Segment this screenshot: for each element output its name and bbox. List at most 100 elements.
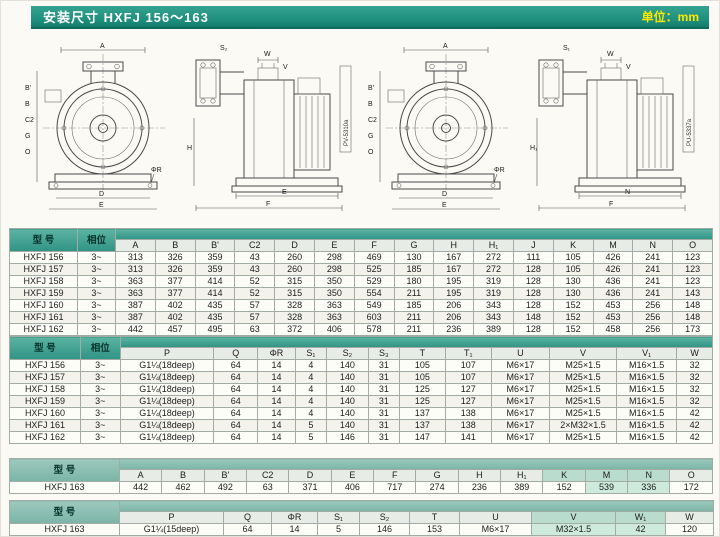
table-cell: 313 (115, 251, 156, 264)
dim-label: A (100, 43, 105, 50)
table-cell: M32×1.5 (531, 523, 616, 536)
dim-label: B (368, 101, 373, 108)
dim-label: E (442, 202, 447, 209)
table-cell: 152 (542, 481, 586, 494)
table-cell: 260 (274, 251, 315, 264)
dim-label: ΦR (151, 167, 162, 174)
table-cell: 256 (632, 323, 674, 336)
dim-label: H (187, 145, 192, 152)
table-cell: HXFJ 157 (9, 371, 81, 384)
table-cell: 313 (115, 263, 156, 276)
column-header: W (664, 511, 715, 524)
table-cell: 31 (367, 407, 400, 420)
table-cell: 256 (632, 311, 674, 324)
table-cell: 14 (257, 383, 296, 396)
table-cell: 4 (294, 407, 328, 420)
table-cell: 4 (294, 359, 328, 372)
table-cell: 453 (592, 311, 634, 324)
table-cell: 64 (213, 383, 259, 396)
table-cell: 195 (433, 275, 475, 288)
table-cell: M25×1.5 (549, 407, 617, 420)
table-cell: 125 (398, 395, 446, 408)
dim-label: B' (25, 85, 31, 92)
table-cell: 363 (115, 275, 156, 288)
table-cell: 387 (115, 299, 156, 312)
dim-label: H₁ (530, 145, 538, 152)
table-cell: 3~ (79, 359, 121, 372)
model-column-header: 型 号 (9, 228, 78, 252)
table-cell: 371 (288, 481, 332, 494)
table-cell: HXFJ 163 (9, 523, 120, 536)
model-column-header: 型 号 (9, 500, 120, 524)
table-cell: 148 (672, 311, 713, 324)
dim-label: N (625, 189, 630, 196)
table-cell: 105 (398, 359, 446, 372)
table-cell: 127 (444, 383, 492, 396)
table-cell: 241 (632, 275, 674, 288)
dim-label: C2 (25, 117, 34, 124)
phase-column-header: 相位 (79, 336, 121, 360)
table-cell: 377 (154, 275, 196, 288)
column-header: Q (223, 511, 272, 524)
column-header: U (459, 511, 532, 524)
table-cell: 130 (552, 275, 594, 288)
table-cell: 128 (512, 323, 554, 336)
table-cell: HXFJ 156 (9, 251, 78, 264)
table-cell: HXFJ 158 (9, 275, 78, 288)
table-cell: 42 (676, 431, 713, 444)
table-cell: 140 (326, 395, 369, 408)
table-cell: 525 (353, 263, 395, 276)
table-cell: 363 (313, 299, 355, 312)
technical-drawings: A B' B C2 G O ΦR D E S₂ W V (1, 29, 719, 226)
table-cell: 241 (632, 251, 674, 264)
table-cell: 319 (473, 275, 514, 288)
table-cell: 42 (615, 523, 666, 536)
table-cell: 180 (393, 275, 435, 288)
table-cell: 148 (672, 299, 713, 312)
table-cell: 377 (154, 287, 196, 300)
table-cell: 442 (118, 481, 163, 494)
table-cell: 3~ (79, 407, 121, 420)
dim-label: ΦR (494, 167, 505, 174)
table-cell: 274 (415, 481, 459, 494)
table-cell: G1¼(18deep) (119, 359, 215, 372)
table-cell: 554 (353, 287, 395, 300)
dim-label: F (266, 201, 270, 208)
table-cell: 236 (433, 323, 475, 336)
table-cell: 4 (294, 371, 328, 384)
table-cell: 52 (234, 287, 276, 300)
header-spacer (118, 500, 715, 512)
column-header: D (274, 239, 315, 252)
column-header: J (512, 239, 554, 252)
column-header: A (118, 469, 163, 482)
table-cell: 436 (592, 275, 634, 288)
table-cell: 137 (398, 419, 446, 432)
column-header: F (373, 469, 417, 482)
drawing-front-view-2: A B' B C2 G O ΦR D E (368, 43, 508, 209)
table-cell: 343 (473, 299, 514, 312)
table-cell: M6×17 (490, 419, 551, 432)
column-header: P (119, 347, 215, 360)
table-cell: 14 (257, 419, 296, 432)
table-cell: 3~ (79, 383, 121, 396)
table-cell: 603 (353, 311, 395, 324)
table-cell: 152 (552, 299, 594, 312)
table-cell: 172 (669, 481, 713, 494)
table-cell: 140 (326, 383, 369, 396)
column-header: ΦR (257, 347, 296, 360)
table-cell: 32 (676, 383, 713, 396)
table-cell: 3~ (77, 299, 116, 312)
table-cell: 539 (584, 481, 629, 494)
table-cell: 152 (552, 323, 594, 336)
table-cell: G1¼(18deep) (119, 419, 215, 432)
drawing-side-view-2: S₁ W V H₁ PU-5337a N (530, 45, 695, 211)
table-cell: 32 (676, 395, 713, 408)
